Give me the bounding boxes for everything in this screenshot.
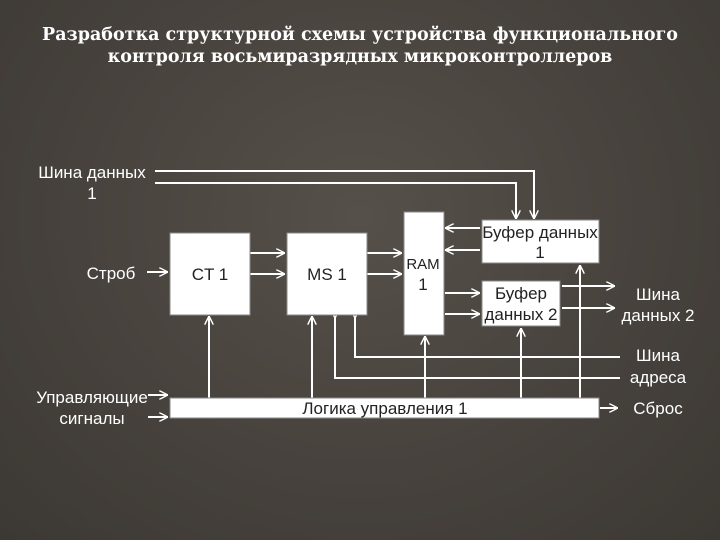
ram-block [403,211,445,336]
buffer-2-label-line-1: Буфер [495,284,547,303]
control-signals-label-line-2: сигналы [59,409,124,428]
addr-bus-line-a [355,318,620,358]
data-bus-1-label-line-2: 1 [87,184,96,203]
address-bus-label-line-2: адреса [630,368,687,387]
logic-block [169,397,600,419]
blocks [169,211,600,419]
slide-title: Разработка структурной схемы устройства … [20,24,700,68]
ms1-block [286,232,368,316]
connection-lines [147,170,620,417]
buffer-2-block [481,280,561,327]
data-bus-1-label-line-1: Шина данных [38,163,146,182]
title-line-1: Разработка структурной схемы устройства … [42,25,678,45]
addr-bus-line-b [335,318,620,379]
data-bus-2-label-line-2: данных 2 [621,306,694,325]
data-bus-1-line-a [155,170,534,219]
ram-label-line-1: RAM [406,256,439,273]
strobe-label: Строб [87,264,136,283]
ram-label-line-2: 1 [418,275,427,294]
data-bus-2-label-line-1: Шина [636,285,680,304]
ct1-block [169,232,251,316]
logic-label: Логика управления 1 [302,399,467,418]
buffer-1-label-line-1: Буфер данных [482,223,598,242]
buffer-1-block [481,219,600,264]
ms1-label: MS 1 [307,265,347,284]
reset-label: Сброс [633,399,683,418]
ct1-label: CT 1 [192,265,229,284]
title-line-2: контроля восьмиразрядных микроконтроллер… [107,47,613,67]
buffer-2-label-line-2: данных 2 [484,305,557,324]
address-bus-label-line-1: Шина [636,346,680,365]
buffer-1-label-line-2: 1 [535,243,544,262]
data-bus-1-line-b [155,182,516,219]
control-signals-label-line-1: Управляющие [36,388,148,407]
